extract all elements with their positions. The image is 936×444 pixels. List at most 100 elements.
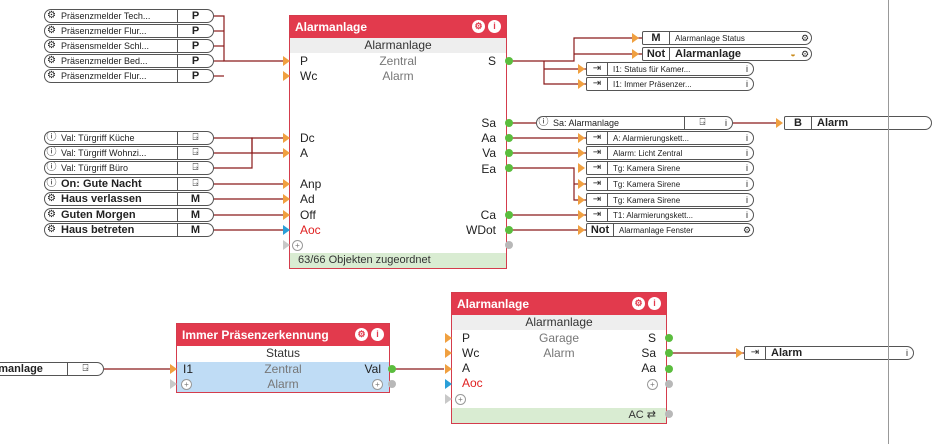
input-port[interactable] xyxy=(283,179,290,189)
input-ref-presence[interactable]: ⚙ Präsenzmelder Flur... P xyxy=(44,69,214,83)
input-port xyxy=(578,163,585,173)
input-ref-presence[interactable]: ⚙ Präsensmelder Schl... P xyxy=(44,39,214,53)
add-input-icon[interactable]: + xyxy=(455,394,466,405)
gear-icon[interactable]: ⚙ xyxy=(472,20,485,33)
output-port[interactable] xyxy=(505,119,513,127)
input-port[interactable] xyxy=(283,225,290,235)
input-ref-presence[interactable]: ⚙ Präsenzmelder Flur... P xyxy=(44,24,214,38)
input-ref-scene[interactable]: ⚙ Guten Morgen M xyxy=(44,208,214,222)
output-port[interactable] xyxy=(505,241,513,249)
input-port[interactable] xyxy=(170,364,177,374)
output-port[interactable] xyxy=(505,134,513,142)
input-port[interactable] xyxy=(283,240,290,250)
input-ref-label: Guten Morgen xyxy=(61,209,136,221)
output-port[interactable] xyxy=(665,365,673,373)
info-icon[interactable]: i xyxy=(371,328,384,341)
input-port[interactable] xyxy=(170,379,177,389)
block-header[interactable]: Alarmanlage ⚙ i xyxy=(290,16,506,38)
output-port[interactable] xyxy=(665,334,673,342)
info-icon[interactable]: i xyxy=(488,20,501,33)
input-port[interactable] xyxy=(283,148,290,158)
add-output-icon[interactable]: + xyxy=(647,379,658,390)
sa-ref[interactable]: ⓘ Sa: Alarmanlage ⍈ i xyxy=(536,116,733,130)
output-port[interactable] xyxy=(388,365,396,373)
input-ref-tag: M xyxy=(177,193,213,205)
block-row: Aoc xyxy=(462,376,483,390)
output-ref[interactable]: ⇥ T1: Alarmierungskett... i xyxy=(586,208,754,222)
gear-icon[interactable]: ⚙ xyxy=(355,328,368,341)
gear-icon: ⚙ xyxy=(47,193,56,204)
add-output-icon[interactable]: + xyxy=(372,379,383,390)
input-port[interactable] xyxy=(283,133,290,143)
output-ref[interactable]: ⇥ Tg: Kamera Sirene i xyxy=(586,193,754,207)
ref-label: Alarmanlage Status xyxy=(675,33,745,43)
add-input-icon[interactable]: + xyxy=(181,379,192,390)
output-ref[interactable]: ⇥ I1: Status für Kamer... i xyxy=(586,62,754,76)
input-port[interactable] xyxy=(445,394,452,404)
info-icon: i xyxy=(746,148,748,158)
output-ref-status[interactable]: Not Alarmanlage ◒ ⚙ xyxy=(642,47,812,61)
enter-icon: ⇥ xyxy=(587,178,608,190)
output-port[interactable] xyxy=(505,57,513,65)
status-indicator-icon: ◒ xyxy=(790,49,796,59)
input-port[interactable] xyxy=(445,348,452,358)
ref-tag: Not xyxy=(587,224,614,236)
output-ref[interactable]: ⇥ Tg: Kamera Sirene i xyxy=(586,161,754,175)
input-port[interactable] xyxy=(283,194,290,204)
ref-label: I1: Immer Präsenzer... xyxy=(613,79,692,89)
input-ref-alarmanlage[interactable]: rmanlage ⍈ xyxy=(0,362,104,376)
output-ref-status[interactable]: M Alarmanlage Status ⚙ xyxy=(642,31,812,45)
info-icon: i xyxy=(746,163,748,173)
output-port[interactable] xyxy=(505,211,513,219)
output-port[interactable] xyxy=(505,164,513,172)
input-port[interactable] xyxy=(283,210,290,220)
add-input-icon[interactable]: + xyxy=(292,240,303,251)
output-ref-alarm[interactable]: ⇥ Alarm i xyxy=(744,346,914,360)
output-ref[interactable]: ⇥ Alarm: Licht Zentral i xyxy=(586,146,754,160)
output-port[interactable] xyxy=(665,349,673,357)
info-icon: i xyxy=(746,79,748,89)
exit-icon: ⍈ xyxy=(177,178,213,190)
enter-icon: ⇥ xyxy=(745,347,766,359)
info-icon: i xyxy=(746,133,748,143)
input-port[interactable] xyxy=(445,333,452,343)
input-ref-window[interactable]: ⓘ Val: Türgriff Büro ⍈ xyxy=(44,161,214,175)
input-ref-scene[interactable]: ⚙ Haus betreten M xyxy=(44,223,214,237)
input-port[interactable] xyxy=(445,364,452,374)
input-ref-presence[interactable]: ⚙ Präsenzmelder Bed... P xyxy=(44,54,214,68)
input-ref-presence[interactable]: ⚙ Präsenzmelder Tech... P xyxy=(44,9,214,23)
ref-label: A: Alarmierungskett... xyxy=(613,133,690,143)
output-port[interactable] xyxy=(665,410,673,418)
input-port[interactable] xyxy=(283,56,290,66)
block-header[interactable]: Immer Präsenzerkennung ⚙ i xyxy=(177,324,389,346)
input-ref-window[interactable]: ⓘ Val: Türgriff Wohnzi... ⍈ xyxy=(44,146,214,160)
output-ref[interactable]: ⇥ A: Alarmierungskett... i xyxy=(586,131,754,145)
output-port[interactable] xyxy=(665,380,673,388)
input-ref-scene[interactable]: ⓘ On: Gute Nacht ⍈ xyxy=(44,177,214,191)
input-ref-tag: P xyxy=(177,10,213,22)
output-ref[interactable]: ⇥ I1: Immer Präsenzer... i xyxy=(586,77,754,91)
gear-icon[interactable]: ⚙ xyxy=(632,297,645,310)
ref-label: I1: Status für Kamer... xyxy=(613,64,691,74)
output-port[interactable] xyxy=(388,380,396,388)
output-ref[interactable]: ⇥ Tg: Kamera Sirene i xyxy=(586,177,754,191)
ref-label: Tg: Kamera Sirene xyxy=(613,163,681,173)
input-port[interactable] xyxy=(445,379,452,389)
gear-icon: ⚙ xyxy=(47,25,56,36)
input-port[interactable] xyxy=(283,71,290,81)
output-port[interactable] xyxy=(505,226,513,234)
info-icon[interactable]: i xyxy=(648,297,661,310)
output-ref[interactable]: Not Alarmanlage Fenster ⚙ xyxy=(586,223,754,237)
input-ref-label: Val: Türgriff Büro xyxy=(61,163,129,173)
input-ref-scene[interactable]: ⚙ Haus verlassen M xyxy=(44,192,214,206)
block-header[interactable]: Alarmanlage ⚙ i xyxy=(452,293,666,315)
output-port[interactable] xyxy=(505,149,513,157)
alarm-b-ref[interactable]: B Alarm xyxy=(784,116,932,130)
input-ref-window[interactable]: ⓘ Val: Türgriff Küche ⍈ xyxy=(44,131,214,145)
